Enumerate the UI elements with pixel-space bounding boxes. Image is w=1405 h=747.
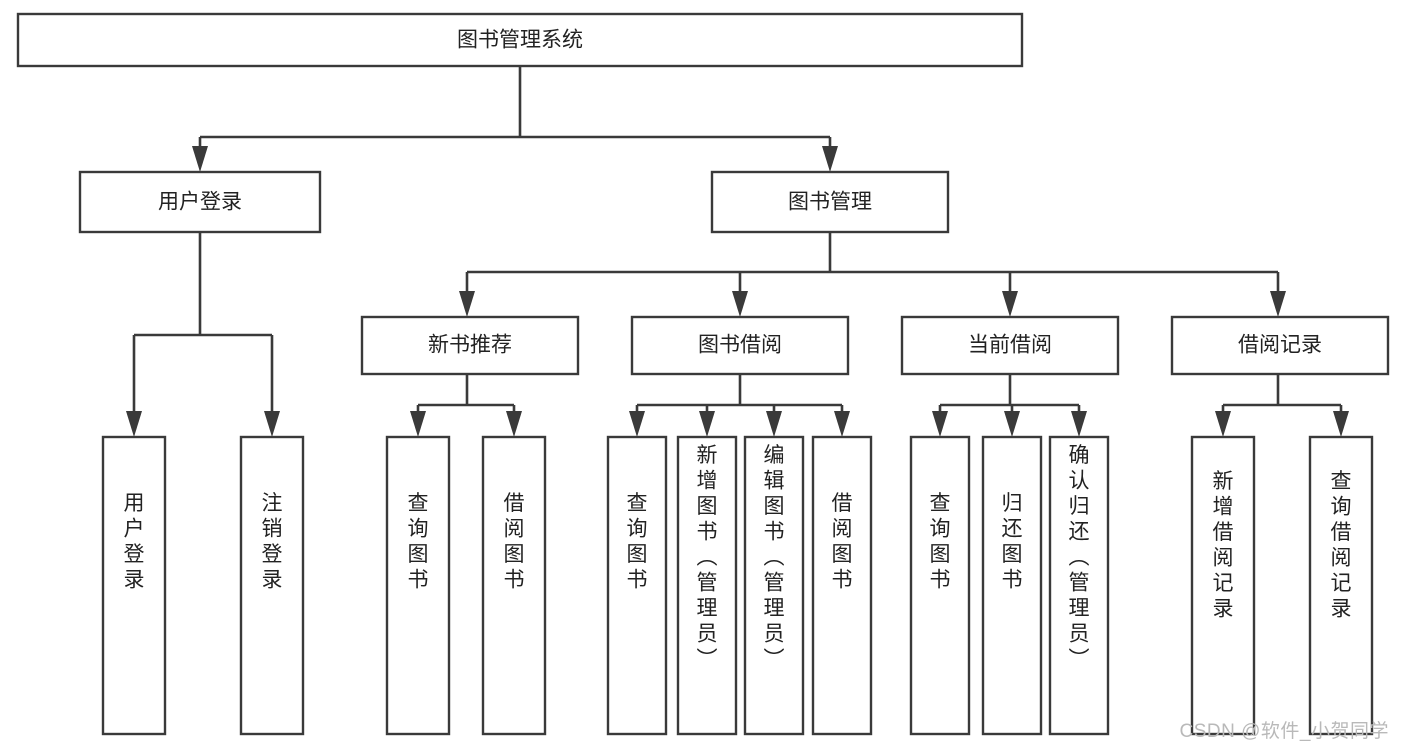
node-leaf-query-book-3[interactable]: 查询图书 <box>909 435 971 736</box>
arrow-recommend-leaf-2 <box>506 411 522 437</box>
node-leaf-logout[interactable]: 注销登录 <box>239 435 305 736</box>
node-current-borrow[interactable]: 当前借阅 <box>900 315 1120 376</box>
leaf-add-book-box[interactable] <box>676 435 738 736</box>
arrow-root-to-book-manage <box>822 146 838 172</box>
node-borrow-record[interactable]: 借阅记录 <box>1170 315 1390 376</box>
arrow-current-leaf-2 <box>1004 411 1020 437</box>
leaf-add-record-label: 新增借阅记录 <box>1213 470 1234 621</box>
node-book-manage[interactable]: 图书管理 <box>710 170 950 234</box>
leaf-edit-book-box[interactable] <box>743 435 805 736</box>
leaf-query-book-1-box[interactable] <box>385 435 451 736</box>
leaf-logout-box[interactable] <box>239 435 305 736</box>
leaf-return-book-label: 归还图书 <box>1002 492 1023 592</box>
node-leaf-query-record[interactable]: 查询借阅记录 <box>1308 435 1374 736</box>
new-book-recommend-label: 新书推荐 <box>428 334 512 357</box>
leaf-query-record-box[interactable] <box>1308 435 1374 736</box>
node-leaf-borrow-book-1[interactable]: 借阅图书 <box>481 435 547 736</box>
arrow-record-leaf-1 <box>1215 411 1231 437</box>
node-new-book-recommend[interactable]: 新书推荐 <box>360 315 580 376</box>
arrow-root-to-user-login <box>192 146 208 172</box>
arrow-userlogin-leaf-1 <box>126 411 142 437</box>
leaf-user-login-box[interactable] <box>101 435 167 736</box>
current-borrow-label: 当前借阅 <box>968 334 1052 357</box>
node-leaf-query-book-1[interactable]: 查询图书 <box>385 435 451 736</box>
leaf-query-book-3-label: 查询图书 <box>930 492 951 592</box>
leaf-borrow-book-1-box[interactable] <box>481 435 547 736</box>
user-login-box[interactable] <box>78 170 322 234</box>
node-leaf-edit-book[interactable]: 编辑图书︵管理员︶ <box>743 435 805 736</box>
node-leaf-query-book-2[interactable]: 查询图书 <box>606 435 668 736</box>
book-borrow-box[interactable] <box>630 315 850 376</box>
leaf-return-book-box[interactable] <box>981 435 1043 736</box>
node-leaf-user-login[interactable]: 用户登录 <box>101 435 167 736</box>
arrow-borrow-leaf-1 <box>629 411 645 437</box>
watermark-text: CSDN @软件_小贺同学 <box>1179 721 1389 742</box>
arrow-borrow-leaf-4 <box>834 411 850 437</box>
leaf-confirm-return-label: 确认归还︵管理员︶ <box>1069 444 1090 671</box>
arrow-borrow-leaf-2 <box>699 411 715 437</box>
arrow-borrow-leaf-3 <box>766 411 782 437</box>
leaf-query-record-label: 查询借阅记录 <box>1331 470 1352 621</box>
borrow-record-box[interactable] <box>1170 315 1390 376</box>
arrow-bookmanage-child-4 <box>1270 291 1286 317</box>
node-user-login[interactable]: 用户登录 <box>78 170 322 234</box>
leaf-borrow-book-2-box[interactable] <box>811 435 873 736</box>
arrow-current-leaf-3 <box>1071 411 1087 437</box>
arrow-bookmanage-child-3 <box>1002 291 1018 317</box>
leaf-query-book-2-label: 查询图书 <box>627 492 648 592</box>
book-borrow-label: 图书借阅 <box>698 334 782 357</box>
node-leaf-return-book[interactable]: 归还图书 <box>981 435 1043 736</box>
connector-layer <box>126 66 1349 437</box>
leaf-query-book-1-label: 查询图书 <box>408 492 429 592</box>
leaf-borrow-book-2-label: 借阅图书 <box>832 492 853 592</box>
arrow-record-leaf-2 <box>1333 411 1349 437</box>
leaf-add-book-label: 新增图书︵管理员︶ <box>697 444 718 671</box>
node-leaf-add-record[interactable]: 新增借阅记录 <box>1190 435 1256 736</box>
arrow-userlogin-leaf-2 <box>264 411 280 437</box>
node-root[interactable]: 图书管理系统 <box>16 12 1024 68</box>
root-label: 图书管理系统 <box>457 29 583 52</box>
leaf-user-login-label: 用户登录 <box>124 492 145 592</box>
leaf-query-book-3-box[interactable] <box>909 435 971 736</box>
user-login-label: 用户登录 <box>158 191 242 214</box>
arrow-current-leaf-1 <box>932 411 948 437</box>
leaf-query-book-2-box[interactable] <box>606 435 668 736</box>
borrow-record-label: 借阅记录 <box>1238 334 1322 357</box>
node-leaf-confirm-return[interactable]: 确认归还︵管理员︶ <box>1048 435 1110 736</box>
new-book-recommend-box[interactable] <box>360 315 580 376</box>
node-leaf-add-book[interactable]: 新增图书︵管理员︶ <box>676 435 738 736</box>
leaf-add-record-box[interactable] <box>1190 435 1256 736</box>
arrow-bookmanage-child-1 <box>459 291 475 317</box>
leaf-logout-label: 注销登录 <box>262 492 283 592</box>
book-manage-label: 图书管理 <box>788 191 872 214</box>
book-manage-box[interactable] <box>710 170 950 234</box>
root-box[interactable] <box>16 12 1024 68</box>
node-book-borrow[interactable]: 图书借阅 <box>630 315 850 376</box>
leaf-confirm-return-box[interactable] <box>1048 435 1110 736</box>
leaf-edit-book-label: 编辑图书︵管理员︶ <box>764 444 785 671</box>
leaf-borrow-book-1-label: 借阅图书 <box>504 492 525 592</box>
arrow-bookmanage-child-2 <box>732 291 748 317</box>
arrow-recommend-leaf-1 <box>410 411 426 437</box>
node-leaf-borrow-book-2[interactable]: 借阅图书 <box>811 435 873 736</box>
current-borrow-box[interactable] <box>900 315 1120 376</box>
